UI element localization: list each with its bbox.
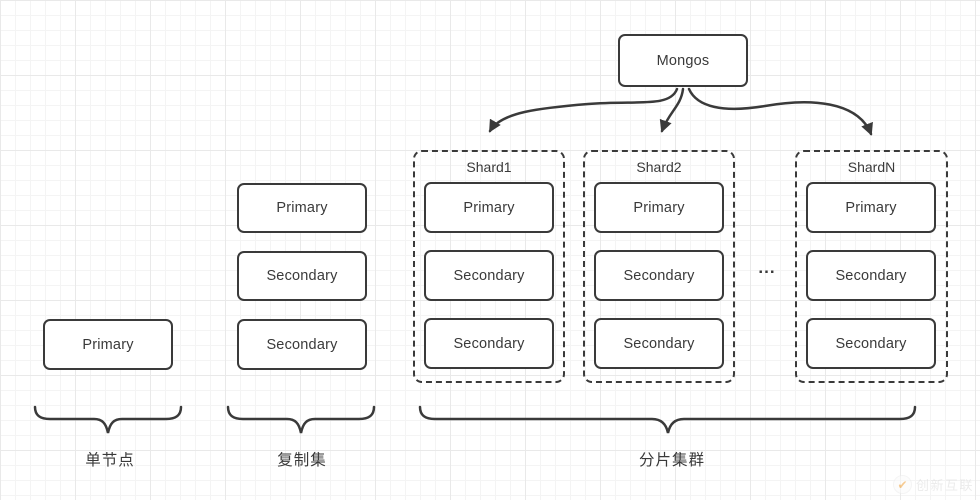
caption-replica-set: 复制集 [277, 452, 327, 469]
shard2-primary-label: Primary [633, 199, 685, 216]
shard1-secondary-label-1: Secondary [453, 267, 525, 284]
shard2-title: Shard2 [636, 159, 682, 175]
shard2-secondary-node-2: Secondary [594, 318, 724, 369]
mongos-label: Mongos [656, 52, 710, 69]
standalone-primary-node: Primary [43, 319, 173, 370]
arrow-mongos-to-shard1 [488, 87, 679, 133]
brace-standalone [33, 405, 183, 434]
shardn-secondary-label-1: Secondary [835, 267, 907, 284]
shard1-secondary-node-2: Secondary [424, 318, 554, 369]
replica-primary-node: Primary [237, 183, 367, 233]
shard1-group: Shard1 Primary Secondary Secondary [413, 150, 565, 383]
shardn-primary-label: Primary [845, 199, 897, 216]
shardn-group: ShardN Primary Secondary Secondary [795, 150, 948, 383]
arrow-mongos-to-shardn [687, 87, 873, 136]
arrow-mongos-to-shard2 [659, 87, 685, 133]
check-circle-icon: ✔ [892, 475, 912, 494]
watermark: ✔ 创新互联 [892, 475, 974, 494]
replica-secondary-label-2: Secondary [266, 336, 338, 353]
shardn-primary-node: Primary [806, 182, 936, 233]
replica-secondary-node-1: Secondary [237, 251, 367, 301]
check-glyph: ✔ [897, 477, 908, 492]
shard1-secondary-node-1: Secondary [424, 250, 554, 301]
shard1-title: Shard1 [466, 159, 512, 175]
shard1-primary-label: Primary [463, 199, 515, 216]
shardn-secondary-node-1: Secondary [806, 250, 936, 301]
caption-sharded-cluster: 分片集群 [638, 452, 706, 469]
brace-sharded-cluster [418, 405, 917, 434]
shard2-secondary-label-1: Secondary [623, 267, 695, 284]
shards-ellipsis: ... [758, 258, 776, 277]
replica-secondary-label-1: Secondary [266, 268, 338, 284]
replica-secondary-node-2: Secondary [237, 319, 367, 370]
shard2-primary-node: Primary [594, 182, 724, 233]
shard2-secondary-node-1: Secondary [594, 250, 724, 301]
shard1-secondary-label-2: Secondary [453, 335, 525, 352]
standalone-primary-label: Primary [82, 336, 134, 353]
watermark-text: 创新互联 [915, 478, 974, 493]
shardn-secondary-node-2: Secondary [806, 318, 936, 369]
replica-primary-label: Primary [276, 200, 328, 216]
shard1-primary-node: Primary [424, 182, 554, 233]
shard2-secondary-label-2: Secondary [623, 335, 695, 352]
brace-replica-set [226, 405, 376, 434]
shardn-secondary-label-2: Secondary [835, 335, 907, 352]
shardn-title: ShardN [847, 159, 896, 175]
mongos-node: Mongos [618, 34, 748, 87]
caption-standalone: 单节点 [85, 452, 135, 469]
shard2-group: Shard2 Primary Secondary Secondary [583, 150, 735, 383]
